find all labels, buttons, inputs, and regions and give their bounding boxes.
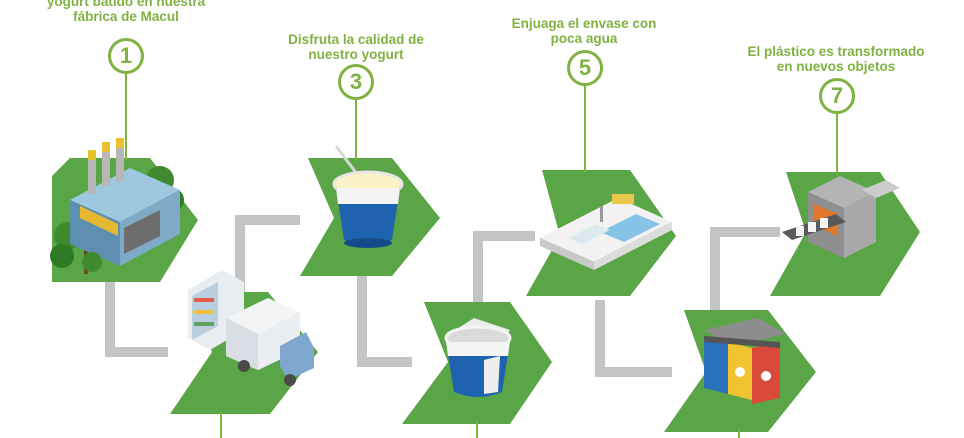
step-5-number: 5 [567, 50, 603, 86]
step-7-line2: en nuevos objetos [776, 59, 896, 74]
connector-line-1 [125, 74, 127, 160]
step-7-number: 7 [819, 78, 855, 114]
connector-line-3 [355, 98, 357, 160]
step-3-line1: Disfruta la calidad de [288, 32, 424, 47]
step-5-line1: Enjuaga el envase con [511, 16, 657, 31]
step-3-line2: nuestro yogurt [308, 47, 404, 62]
step-7-line1: El plástico es transformado [747, 44, 925, 59]
connector-line-7 [836, 112, 838, 174]
connector-line-bottom-4 [476, 422, 478, 438]
step-1-label: yogurt batido en nuestra fábrica de Macu… [26, 0, 226, 24]
connector-line-5 [584, 84, 586, 172]
step-3-label: Disfruta la calidad de nuestro yogurt [256, 32, 456, 62]
sink-icon [540, 194, 672, 270]
connector-line-bottom-2 [220, 412, 222, 438]
step-1-line2: fábrica de Macul [73, 9, 179, 24]
step-5-line2: poca agua [550, 31, 618, 46]
connector-line-bottom-6 [738, 430, 740, 438]
factory-icon [50, 138, 184, 274]
step-5-label: Enjuaga el envase con poca agua [484, 16, 684, 46]
step-7-label: El plástico es transformado en nuevos ob… [726, 44, 946, 74]
step-1-number: 1 [108, 38, 144, 74]
step-3-number: 3 [338, 64, 374, 100]
step-1-line1: yogurt batido en nuestra [46, 0, 206, 9]
yogurt-cup-icon [332, 145, 404, 248]
empty-cup-icon [444, 318, 512, 397]
recycling-bins-icon [704, 318, 786, 404]
recycling-machine-icon [782, 176, 900, 258]
truck-icon [188, 270, 314, 386]
connector-pipes [105, 215, 780, 377]
